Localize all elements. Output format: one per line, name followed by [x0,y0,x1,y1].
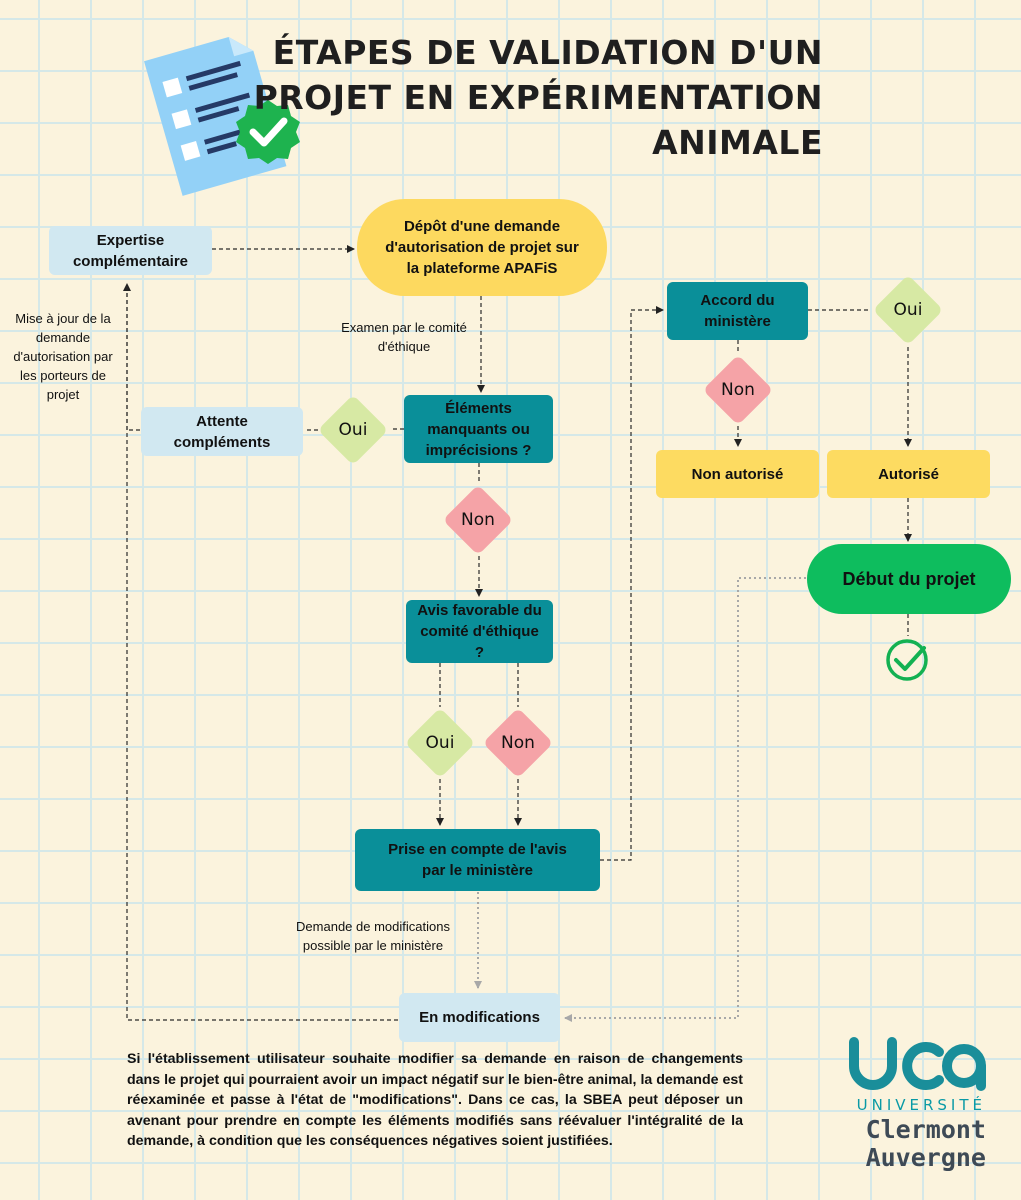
node-expertise: Expertise complémentaire [49,226,212,275]
logo-name-line-1: Clermont [865,1115,986,1144]
node-modifs: En modifications [399,993,560,1042]
decision-label: Oui [893,300,923,320]
node-attente: Attente compléments [141,407,303,456]
title-line-1: ÉTAPES DE VALIDATION D'UN [272,33,823,72]
note-demande-modifs: Demande de modifications possible par le… [296,919,450,953]
node-non-autorise: Non autorisé [656,450,819,498]
title-line-3: ANIMALE [652,123,823,162]
page-title: ÉTAPES DE VALIDATION D'UN PROJET EN EXPÉ… [223,30,823,165]
node-elements: Éléments manquants ou imprécisions ? [404,395,553,463]
node-autorise: Autorisé [827,450,990,498]
logo-univ-text: UNIVERSITÉ [856,1096,986,1114]
decision-label: Non [721,380,755,400]
decision-oui: Oui [872,274,944,346]
node-debut: Début du projet [807,544,1011,614]
uca-logo-icon [849,1037,986,1091]
university-logo: UNIVERSITÉ Clermont Auvergne [842,1030,1002,1180]
badge-check-icon [236,100,300,164]
decision-oui: Oui [404,707,476,779]
decision-label: Oui [338,420,368,440]
arrow-prise-to-accord [600,306,664,861]
footer-text: Si l'établissement utilisateur souhaite … [127,1051,743,1149]
check-circle-icon [886,639,928,681]
logo-name-line-2: Auvergne [865,1143,986,1172]
decision-label: Non [461,510,495,530]
node-prise: Prise en compte de l'avis par le ministè… [355,829,600,891]
logo-name: Clermont Auvergne [842,1116,986,1172]
decision-non: Non [702,354,774,426]
node-depot: Dépôt d'une demande d'autorisation de pr… [357,199,607,296]
decision-non: Non [442,484,514,556]
decision-label: Non [501,733,535,753]
checklist-icon [144,37,300,196]
title-line-2: PROJET EN EXPÉRIMENTATION [253,78,823,117]
decision-non: Non [482,707,554,779]
node-avis: Avis favorable du comité d'éthique ? [406,600,553,663]
node-accord: Accord du ministère [667,282,808,340]
decision-oui: Oui [317,394,389,466]
note-examen: Examen par le comité d'éthique [341,320,467,354]
note-mise-a-jour: Mise à jour de la demande d'autorisation… [13,311,113,402]
decision-label: Oui [425,733,455,753]
